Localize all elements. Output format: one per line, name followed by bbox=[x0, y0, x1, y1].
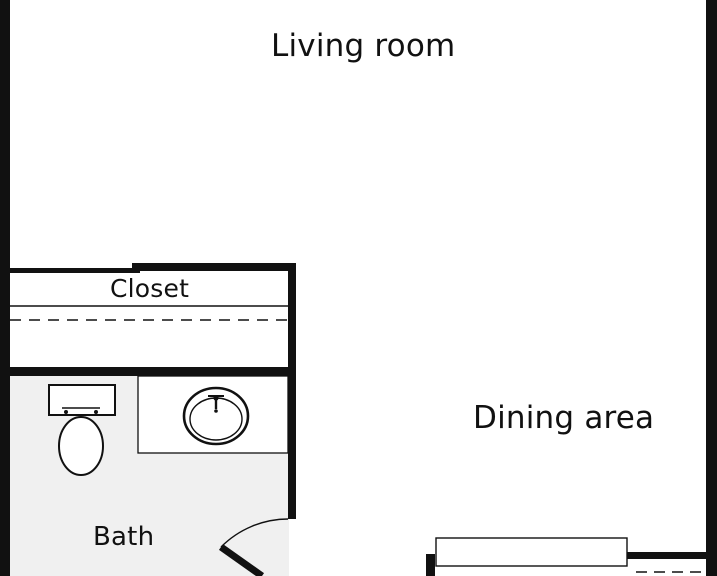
bath-door-icon bbox=[218, 518, 289, 576]
dining-area-label: Dining area bbox=[473, 400, 655, 436]
kitchen-wall-stub bbox=[426, 554, 435, 576]
closet-right-wall bbox=[288, 263, 296, 519]
closet-label: Closet bbox=[110, 274, 190, 303]
kitchen-counter bbox=[435, 537, 628, 567]
bath-label: Bath bbox=[93, 522, 155, 552]
closet-bath-divider-wall bbox=[10, 367, 296, 376]
closet-top-wall-right bbox=[132, 263, 296, 271]
closet-top-wall-left bbox=[10, 268, 140, 273]
sink-icon bbox=[182, 386, 250, 446]
kitchen-wall bbox=[627, 552, 707, 559]
living-room-label: Living room bbox=[271, 28, 456, 64]
right-exterior-wall bbox=[706, 0, 717, 576]
left-exterior-wall bbox=[0, 0, 10, 576]
toilet-icon bbox=[48, 384, 116, 476]
